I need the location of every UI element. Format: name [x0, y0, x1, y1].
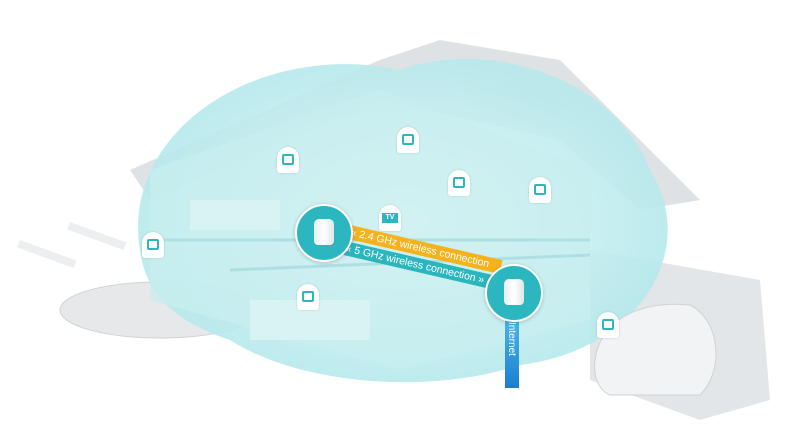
bed	[190, 200, 280, 230]
phone-icon	[597, 312, 619, 338]
router-icon	[314, 219, 334, 245]
phone-icon	[142, 232, 164, 258]
chat-icon	[277, 147, 299, 173]
tablet-icon	[529, 177, 551, 203]
computer-icon	[448, 170, 470, 196]
mesh-node-secondary	[485, 264, 543, 322]
gamepad-icon	[297, 284, 319, 310]
internet-label: Internet	[506, 322, 517, 356]
router-icon	[504, 279, 524, 305]
lounger	[67, 222, 127, 251]
cloud-icon	[397, 127, 419, 153]
tv-icon: TV	[379, 205, 401, 231]
internet-line: Internet	[505, 318, 519, 388]
lounger	[17, 240, 77, 269]
mesh-node-primary	[295, 204, 353, 262]
tv-label: TV	[382, 213, 398, 223]
car	[594, 303, 717, 396]
